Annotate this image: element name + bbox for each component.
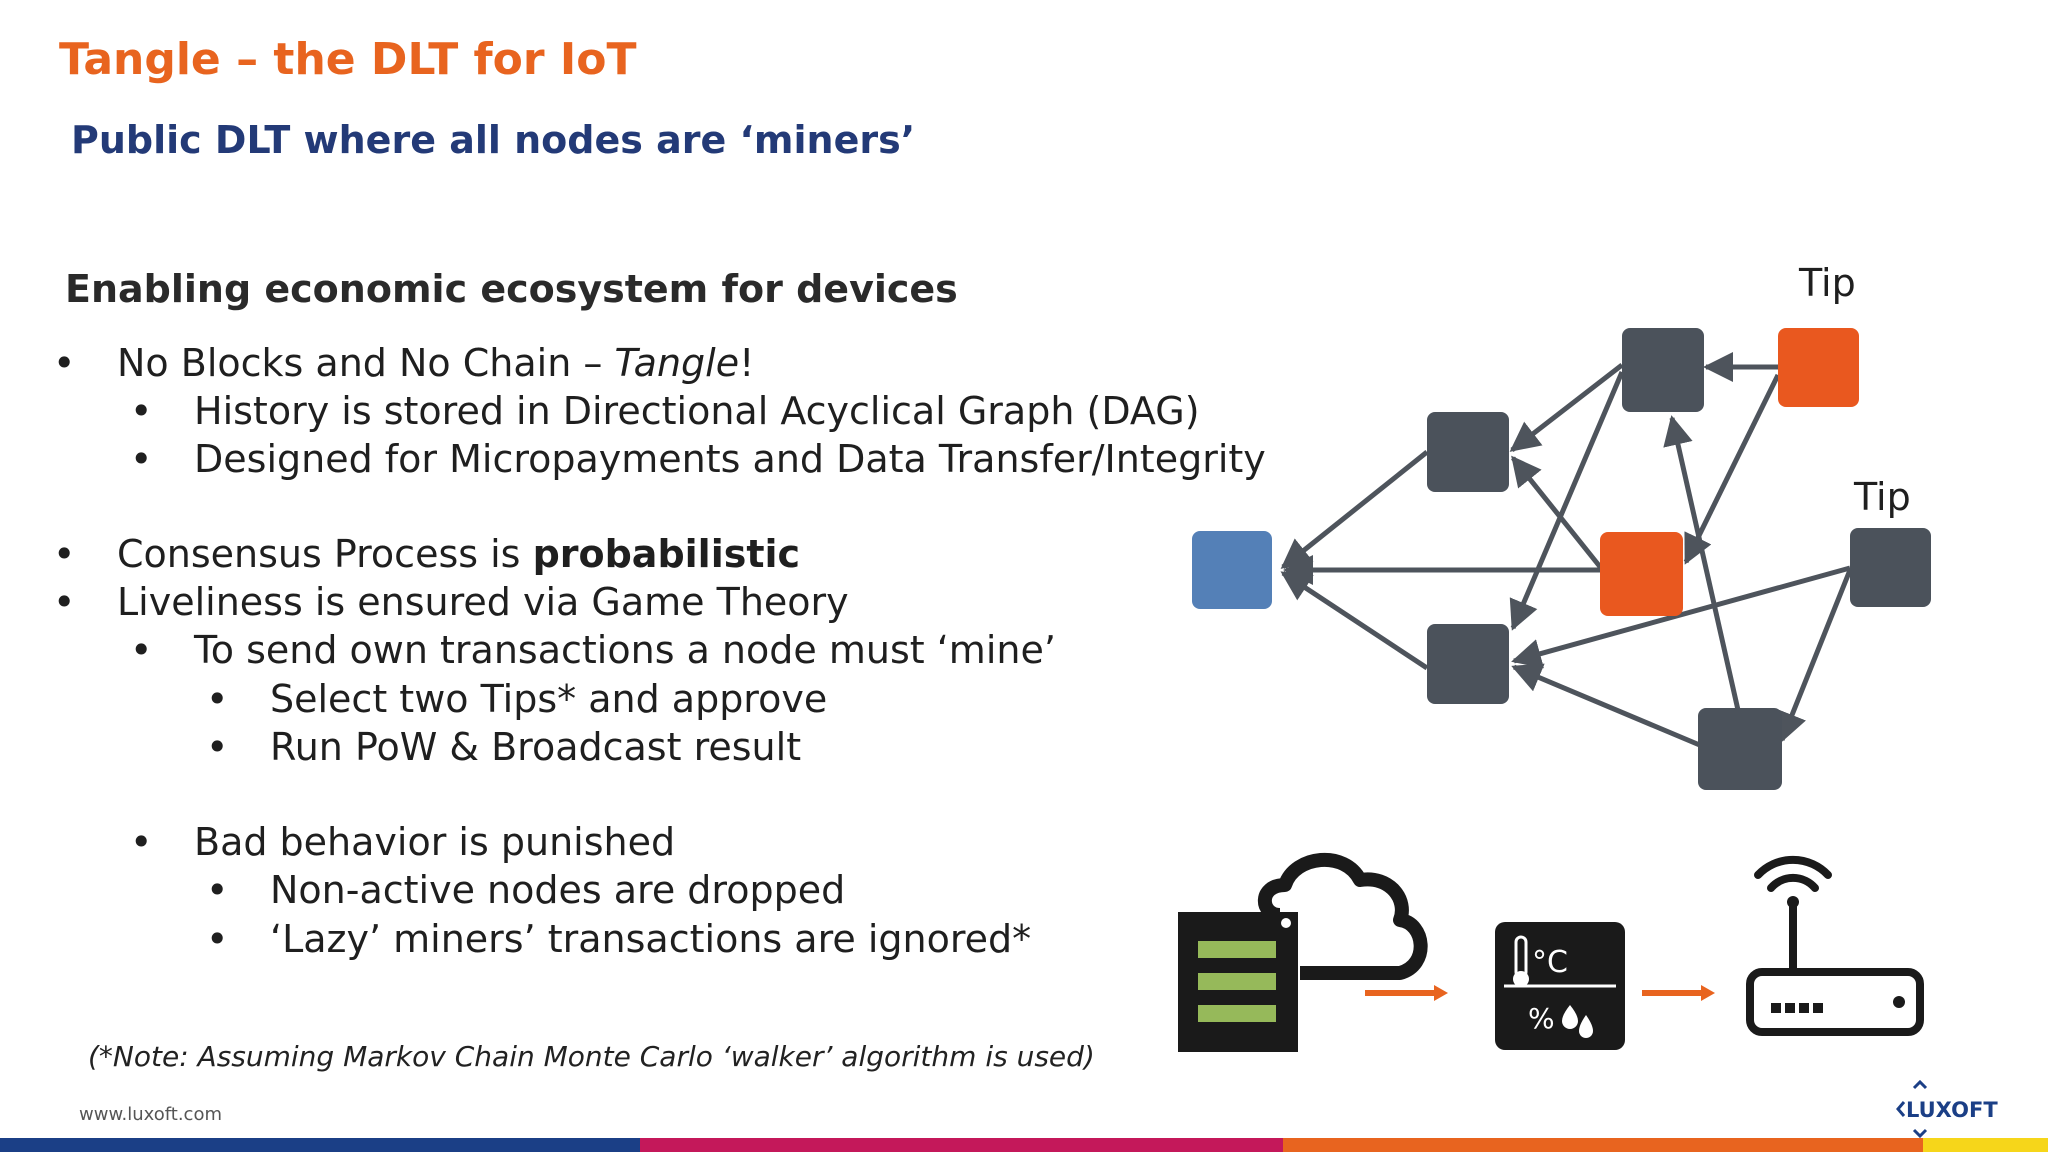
bullet-item: •Designed for Micropayments and Data Tra… bbox=[130, 437, 1266, 481]
bullet-text: To send own transactions a node must ‘mi… bbox=[194, 628, 1056, 672]
bullet-text: Liveliness is ensured via Game Theory bbox=[117, 580, 849, 624]
dag-edge bbox=[1509, 371, 1625, 631]
tip-label: Tip bbox=[1799, 261, 1856, 305]
iot-flow: °C % bbox=[1178, 852, 1924, 1052]
bullet-text: Non-active nodes are dropped bbox=[270, 868, 846, 912]
bullet-text: Select two Tips* and approve bbox=[270, 677, 828, 721]
luxoft-logo-text: LUXOFT bbox=[1906, 1098, 1998, 1122]
slide-subtitle: Public DLT where all nodes are ‘miners’ bbox=[71, 118, 916, 162]
bullet-item: •History is stored in Directional Acycli… bbox=[130, 389, 1200, 433]
section-heading: Enabling economic ecosystem for devices bbox=[65, 267, 958, 311]
footer-bar-magenta bbox=[640, 1138, 1283, 1152]
dag-edge bbox=[1509, 363, 1624, 452]
bullet-text: Run PoW & Broadcast result bbox=[270, 725, 802, 769]
sensor-humidity-unit: % bbox=[1528, 1002, 1555, 1035]
dag-edge bbox=[1683, 373, 1781, 565]
dag-edge bbox=[1511, 663, 1703, 749]
arrow-right-icon bbox=[1642, 985, 1715, 1001]
router-icon bbox=[1746, 855, 1924, 1036]
dag-node-genesis bbox=[1192, 531, 1272, 609]
bullet-item: •To send own transactions a node must ‘m… bbox=[130, 628, 1056, 672]
dag-edge bbox=[1663, 415, 1741, 711]
bullet-text: ‘Lazy’ miners’ transactions are ignored* bbox=[270, 917, 1032, 961]
dag-node bbox=[1427, 412, 1509, 492]
dag-edges bbox=[1280, 352, 1853, 749]
dag-node bbox=[1622, 328, 1704, 412]
luxoft-logo-icon: LUXOFT bbox=[1896, 1079, 1998, 1139]
footer-url: www.luxoft.com bbox=[79, 1104, 222, 1125]
bullet-item: •Bad behavior is punished bbox=[130, 820, 676, 864]
tangle-dag-diagram bbox=[1192, 328, 1931, 790]
dag-node-tip-orange bbox=[1778, 328, 1859, 407]
dag-node-orange bbox=[1600, 532, 1683, 616]
tip-label: Tip bbox=[1854, 475, 1911, 519]
bullet-item: •Run PoW & Broadcast result bbox=[206, 725, 802, 769]
bullet-text: Designed for Micropayments and Data Tran… bbox=[194, 437, 1266, 481]
footnote: (*Note: Assuming Markov Chain Monte Carl… bbox=[88, 1040, 1095, 1073]
dag-edge bbox=[1511, 455, 1603, 570]
footer-bar-blue bbox=[0, 1138, 640, 1152]
bullet-text: Bad behavior is punished bbox=[194, 820, 676, 864]
bullet-text: No Blocks and No Chain – bbox=[117, 341, 615, 385]
bullet-item: •‘Lazy’ miners’ transactions are ignored… bbox=[206, 917, 1032, 961]
sensor-icon: °C % bbox=[1495, 922, 1625, 1050]
bullet-text: Consensus Process is bbox=[117, 532, 533, 576]
bullet-item: • Consensus Process is probabilistic bbox=[53, 532, 801, 576]
dag-edge bbox=[1280, 450, 1429, 569]
bullet-item: •Non-active nodes are dropped bbox=[206, 868, 846, 912]
footer-bar-yellow bbox=[1923, 1138, 2048, 1152]
arrow-right-icon bbox=[1365, 985, 1448, 1001]
bullet-text-suffix: ! bbox=[739, 341, 755, 385]
dag-node bbox=[1427, 624, 1509, 704]
bullet-text: History is stored in Directional Acyclic… bbox=[194, 389, 1200, 433]
bullet-item: •Select two Tips* and approve bbox=[206, 677, 828, 721]
footer-bar-orange bbox=[1283, 1138, 1923, 1152]
luxoft-logo: LUXOFT bbox=[1894, 1079, 2004, 1142]
bullet-item: • No Blocks and No Chain – Tangle! bbox=[53, 341, 755, 385]
bullet-emphasis: Tangle bbox=[614, 341, 740, 385]
dag-edge bbox=[1280, 570, 1429, 671]
slide-title: Tangle – the DLT for IoT bbox=[59, 34, 637, 85]
bullet-strong: probabilistic bbox=[532, 532, 801, 576]
sensor-temp-unit: °C bbox=[1532, 945, 1568, 980]
dag-edge bbox=[1778, 569, 1853, 743]
dag-node-tip bbox=[1850, 528, 1931, 607]
bullet-item: •Liveliness is ensured via Game Theory bbox=[53, 580, 849, 624]
server-cloud-icon bbox=[1178, 852, 1428, 1052]
dag-node bbox=[1698, 708, 1782, 790]
dag-edge bbox=[1511, 565, 1851, 669]
